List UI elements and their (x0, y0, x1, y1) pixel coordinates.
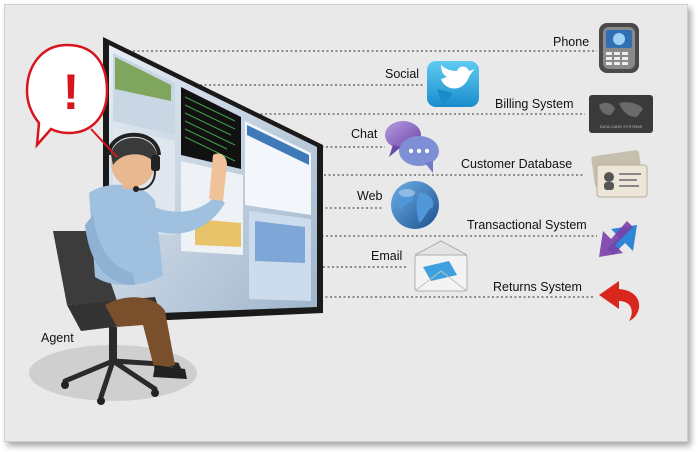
globe-icon (391, 181, 439, 229)
diagram-canvas: ! DATA CARD SYSTEMS (25, 23, 653, 405)
business-cards-icon (591, 150, 648, 198)
smartphone-icon (599, 23, 639, 73)
billing-card-text: DATA CARD SYSTEMS (600, 124, 643, 129)
alert-bubble-icon (25, 43, 118, 158)
label-web: Web (357, 189, 383, 203)
chat-bubbles-icon (385, 121, 439, 173)
return-arrow-icon (599, 281, 640, 321)
alert-symbol: ! (63, 64, 80, 120)
label-customer-database: Customer Database (461, 157, 573, 171)
label-chat: Chat (351, 127, 378, 141)
label-agent: Agent (41, 331, 74, 345)
label-transactional-system: Transactional System (467, 218, 587, 232)
label-phone: Phone (553, 35, 590, 49)
twitter-bird-icon (427, 61, 479, 107)
label-social: Social (385, 67, 420, 81)
label-email: Email (371, 249, 403, 263)
label-billing-system: Billing System (495, 97, 574, 111)
transfer-arrows-icon (599, 221, 637, 257)
agent-figure (85, 132, 227, 379)
map-card-icon (589, 95, 653, 133)
label-returns-system: Returns System (493, 280, 582, 294)
envelope-icon (414, 240, 468, 292)
diagram-frame: ! DATA CARD SYSTEMS (4, 4, 688, 442)
